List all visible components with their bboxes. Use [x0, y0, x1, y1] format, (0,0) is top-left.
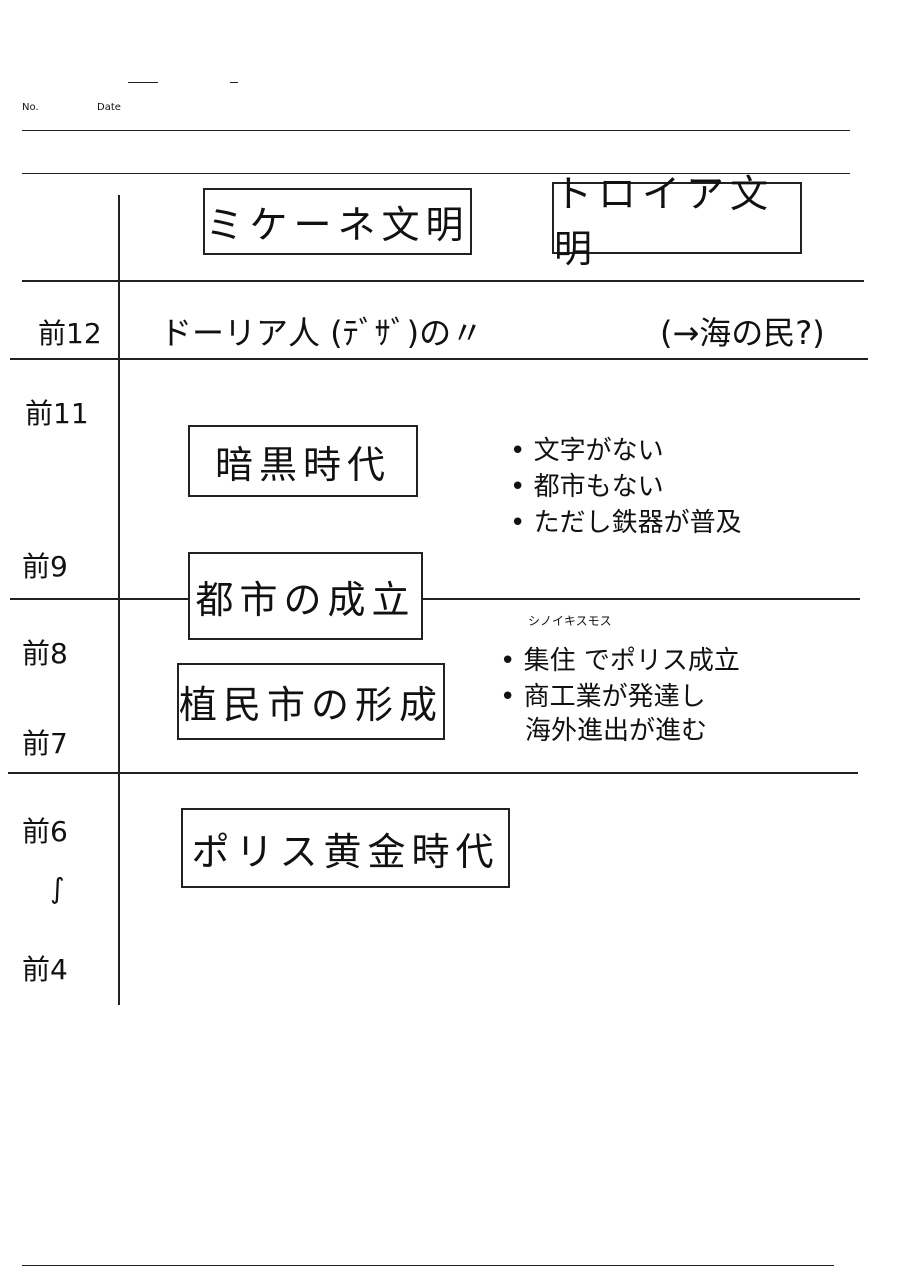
bottom-rule	[22, 1265, 834, 1266]
era-11: 前11	[25, 397, 89, 430]
dark-note: • 都市もない	[510, 472, 664, 502]
box-colony-formation: 植民市の形成	[177, 663, 445, 740]
polis-note: • 集住 でポリス成立	[500, 646, 740, 676]
era-7: 前7	[22, 727, 68, 760]
dorians-text: ドーリア人 (ﾃﾞｻﾞ)の〃	[160, 314, 484, 352]
polis-note: 海外進出が進む	[525, 716, 708, 746]
divider-11	[10, 358, 868, 360]
divider-8	[10, 598, 860, 600]
box-polis-golden-age: ポリス黄金時代	[181, 808, 510, 888]
polis-note: • 商工業が発達し	[500, 682, 706, 712]
synoikismos-ruby: シノイキスモス	[528, 614, 612, 628]
divider-12	[22, 280, 864, 282]
dark-note: • 文字がない	[510, 436, 664, 466]
box-troy: トロイア文明	[552, 172, 802, 271]
header-mark	[230, 82, 238, 83]
header-rule	[22, 130, 850, 131]
era-9: 前9	[22, 550, 68, 583]
era-6: 前6	[22, 815, 68, 848]
divider-6	[8, 772, 858, 774]
range-mark: ∫	[50, 872, 65, 905]
era-12: 前12	[38, 317, 102, 350]
box-dark-age: 暗黒時代	[188, 425, 418, 497]
box-city-formation: 都市の成立	[188, 552, 423, 640]
era-4: 前4	[22, 953, 68, 986]
box-mycenae: ミケーネ文明	[203, 188, 472, 255]
dark-note: • ただし鉄器が普及	[510, 508, 742, 538]
header-mark	[128, 82, 158, 83]
top-rule	[22, 173, 850, 174]
sea-peoples-text: (→海の民?)	[660, 314, 825, 352]
no-label: No.	[22, 102, 39, 113]
era-8: 前8	[22, 637, 68, 670]
timeline-axis	[118, 195, 120, 1005]
date-label: Date	[97, 102, 121, 113]
